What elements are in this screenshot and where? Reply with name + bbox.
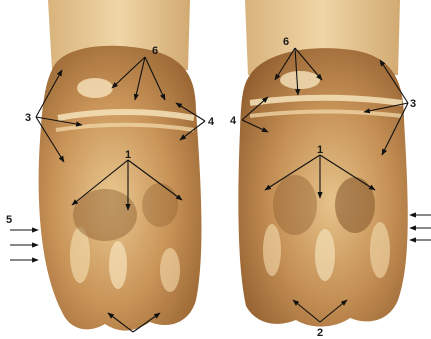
label-6-right: 6 <box>283 36 289 48</box>
label-6-left: 6 <box>152 45 158 57</box>
left-tooth <box>39 0 202 331</box>
right-dark-lobe-2 <box>335 177 375 233</box>
label-3-left: 3 <box>25 112 31 124</box>
label-5: 5 <box>6 214 12 226</box>
label-1-right: 1 <box>317 144 323 156</box>
right-highlight-a <box>263 224 281 276</box>
label-4-left: 4 <box>208 116 215 128</box>
left-highlight-top <box>77 78 113 98</box>
label-4-right: 4 <box>230 115 237 127</box>
label-3-right: 3 <box>410 98 416 110</box>
label-2: 2 <box>317 327 323 339</box>
label-1-left: 1 <box>125 149 131 161</box>
left-dark-lobe-2 <box>142 183 178 227</box>
right-crown <box>238 48 407 326</box>
right-tooth <box>238 0 407 327</box>
right-dark-lobe <box>273 175 317 235</box>
right-highlight-top <box>280 71 320 89</box>
left-highlight-far <box>160 248 180 292</box>
left-highlight-right <box>109 241 127 289</box>
right-highlight-b <box>315 229 335 281</box>
right-highlight-c <box>370 222 390 278</box>
